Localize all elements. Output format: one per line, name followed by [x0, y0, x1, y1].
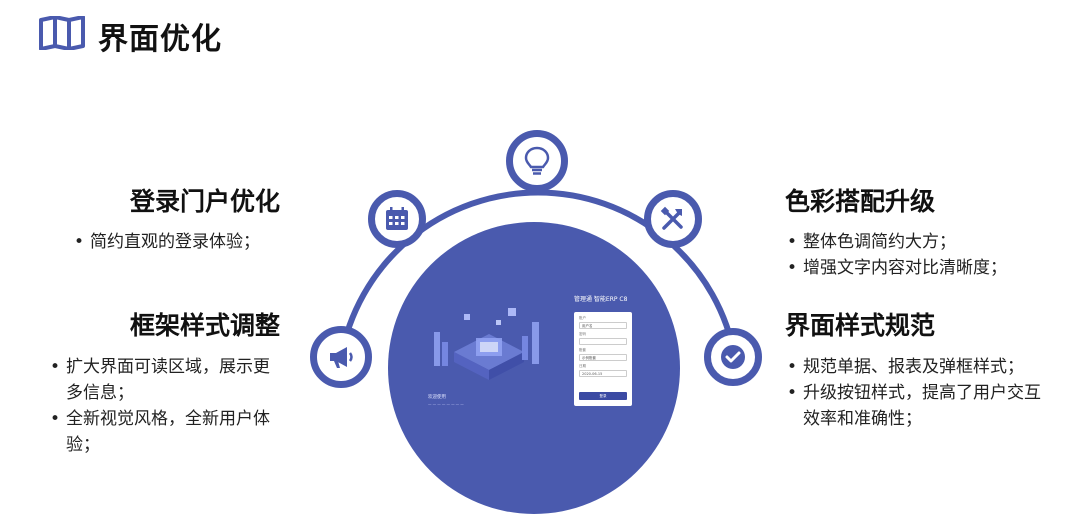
- mockup-input: 示例账套: [579, 354, 627, 361]
- badge-upper-left: [368, 190, 426, 248]
- bullets-frame-style: 扩大界面可读区域，展示更多信息； 全新视觉风格，全新用户体验；: [48, 354, 276, 458]
- mockup-title: 管理通 智能ERP C8: [574, 296, 628, 303]
- page-title: 界面优化: [98, 22, 222, 57]
- login-preview-circle: 欢迎使用 — — — — — — — — 管理通 智能ERP C8 账户 用户名…: [388, 222, 680, 514]
- section-title-login-portal: 登录门户优化: [130, 187, 281, 216]
- megaphone-icon: [330, 347, 353, 368]
- lightbulb-icon: [524, 146, 550, 175]
- bullets-login-portal: 简约直观的登录体验；: [72, 229, 302, 255]
- mockup-label: 账户: [579, 316, 586, 320]
- mockup-login-button: 登录: [579, 392, 627, 400]
- mockup-input: 2020-06-15: [579, 370, 627, 377]
- bullet-item: 扩大界面可读区域，展示更多信息；: [48, 354, 276, 406]
- badge-lower-right: [704, 328, 762, 386]
- bullet-item: 简约直观的登录体验；: [72, 229, 302, 255]
- isometric-illustration: [434, 308, 539, 380]
- bullets-ui-standard: 规范单据、报表及弹框样式； 升级按钮样式，提高了用户交互效率和准确性；: [785, 354, 1055, 432]
- bullet-item: 增强文字内容对比清晰度；: [785, 255, 1065, 281]
- mockup-welcome: 欢迎使用: [428, 395, 446, 400]
- mockup-login-form: 账户 用户名 密码 账套 示例账套 日期 2020-06-15 登录: [574, 312, 632, 406]
- book-map-icon: [39, 16, 85, 50]
- bullet-item: 整体色调简约大方；: [785, 229, 1065, 255]
- check-circle-icon: [721, 345, 745, 369]
- calendar-icon: [386, 207, 408, 230]
- mockup-label: 密码: [579, 332, 586, 336]
- mockup-welcome-desc: — — — — — — — —: [428, 402, 464, 406]
- tools-icon: [660, 206, 683, 230]
- section-title-color-scheme: 色彩搭配升级: [785, 187, 936, 216]
- bullet-item: 全新视觉风格，全新用户体验；: [48, 406, 276, 458]
- section-title-ui-standard: 界面样式规范: [785, 311, 936, 340]
- bullets-color-scheme: 整体色调简约大方； 增强文字内容对比清晰度；: [785, 229, 1065, 281]
- mockup-input: [579, 338, 627, 345]
- badge-top: [506, 130, 568, 192]
- bullet-item: 规范单据、报表及弹框样式；: [785, 354, 1055, 380]
- badge-lower-left: [310, 326, 372, 388]
- mockup-label: 日期: [579, 364, 586, 368]
- mockup-label: 账套: [579, 348, 586, 352]
- mockup-input: 用户名: [579, 322, 627, 329]
- badge-upper-right: [644, 190, 702, 248]
- section-title-frame-style: 框架样式调整: [130, 311, 281, 340]
- bullet-item: 升级按钮样式，提高了用户交互效率和准确性；: [785, 380, 1055, 432]
